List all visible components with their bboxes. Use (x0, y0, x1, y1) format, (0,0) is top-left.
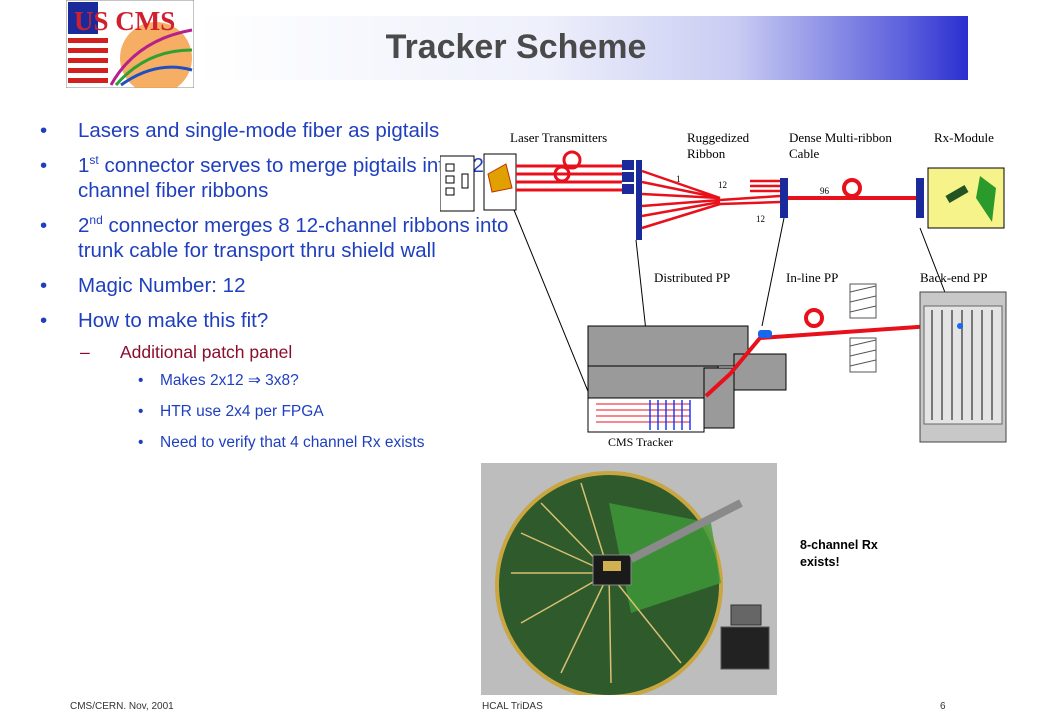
page-number: 6 (940, 701, 946, 712)
connector-blocks (622, 160, 924, 240)
sub-sub-bullet-item: • Makes 2x12 ⇒ 3x8? (40, 371, 510, 390)
label-count-96: 96 (820, 186, 830, 196)
label-dense-multi-ribbon: Dense Multi-ribbon (789, 130, 892, 145)
bullet-superscript: st (89, 153, 99, 168)
bullet-text: 2 (78, 214, 90, 237)
label-laser-transmitters: Laser Transmitters (510, 130, 607, 145)
sub-sub-bullet-item: • Need to verify that 4 channel Rx exist… (40, 433, 510, 452)
bullet-dot: • (40, 119, 48, 142)
fiber-cable (629, 499, 743, 563)
tracker-detector (587, 325, 787, 433)
sub-bullet-item: – Additional patch panel (40, 341, 510, 363)
bullet-dot: • (138, 434, 144, 451)
sub-sub-bullet-text: Makes 2x12 ⇒ 3x8? (160, 372, 299, 389)
bullet-item: • Lasers and single-mode fiber as pigtai… (40, 118, 510, 143)
bullet-text: 1 (78, 154, 90, 177)
bullet-dot: • (138, 403, 144, 420)
label-count-12: 12 (718, 180, 727, 190)
bullet-dot: • (40, 309, 48, 332)
rx-board-photo (481, 463, 777, 695)
label-ruggedized: Ruggedized (687, 130, 750, 145)
bullet-dot: • (40, 274, 48, 297)
tracker-fiber-diagram: Laser Transmitters Ruggedized Ribbon Den… (440, 130, 1007, 449)
us-cms-logo: US CMS (66, 0, 194, 88)
label-backend-pp: Back-end PP (920, 270, 988, 285)
trunk-cable (788, 178, 916, 200)
bullet-item: • Magic Number: 12 (40, 273, 510, 298)
sub-sub-bullet-text: HTR use 2x4 per FPGA (160, 403, 324, 420)
label-rx-module: Rx-Module (934, 130, 994, 145)
photo-note: 8-channel Rx exists! (800, 538, 878, 569)
laser-transmitter-box (440, 153, 517, 212)
slide-title: Tracker Scheme (385, 28, 647, 66)
bullet-dot: • (40, 214, 48, 237)
routed-cable (704, 308, 961, 398)
label-ribbon: Ribbon (687, 146, 726, 161)
inline-connector (758, 330, 772, 338)
bullet-superscript: nd (89, 213, 103, 228)
bullet-list: • Lasers and single-mode fiber as pigtai… (40, 118, 510, 464)
bullet-item: • 2nd connector merges 8 12-channel ribb… (40, 213, 510, 263)
sub-bullet-text: Additional patch panel (120, 342, 293, 362)
bullet-text: Lasers and single-mode fiber as pigtails (78, 119, 440, 142)
title-bar (196, 16, 968, 80)
footer-center: HCAL TriDAS (482, 701, 543, 712)
logo-stripes (68, 2, 108, 83)
sub-sub-bullet-text: Need to verify that 4 channel Rx exists (160, 434, 425, 451)
footer-left: CMS/CERN. Nov, 2001 (70, 701, 174, 712)
label-count-1: 1 (676, 174, 681, 184)
pigtail-fibers (516, 150, 622, 192)
label-cms-tracker: CMS Tracker (608, 435, 673, 449)
bullet-text: connector serves to merge pigtails into … (78, 154, 491, 202)
shield-wall (849, 283, 877, 373)
bullet-text: connector merges 8 12-channel ribbons in… (78, 214, 509, 262)
bullet-item: • 1st connector serves to merge pigtails… (40, 153, 510, 203)
bullet-dot: • (40, 154, 48, 177)
rx-chip (592, 554, 632, 586)
bullet-text: Magic Number: 12 (78, 274, 246, 297)
backend-crate (919, 291, 1007, 443)
logo-text: US CMS (74, 6, 175, 36)
label-distributed-pp: Distributed PP (654, 270, 730, 285)
label-count-12: 12 (756, 214, 765, 224)
bullet-dot: • (138, 372, 144, 389)
connector-part (730, 604, 762, 626)
bullet-text: How to make this fit? (78, 309, 269, 332)
fiber-fanout (641, 169, 781, 230)
bullet-item: • How to make this fit? (40, 308, 510, 333)
label-inline-pp: In-line PP (786, 270, 838, 285)
sub-sub-bullet-item: • HTR use 2x4 per FPGA (40, 402, 510, 421)
label-cable: Cable (789, 146, 820, 161)
sub-bullet-dash: – (80, 342, 90, 362)
rx-module (927, 167, 1005, 229)
